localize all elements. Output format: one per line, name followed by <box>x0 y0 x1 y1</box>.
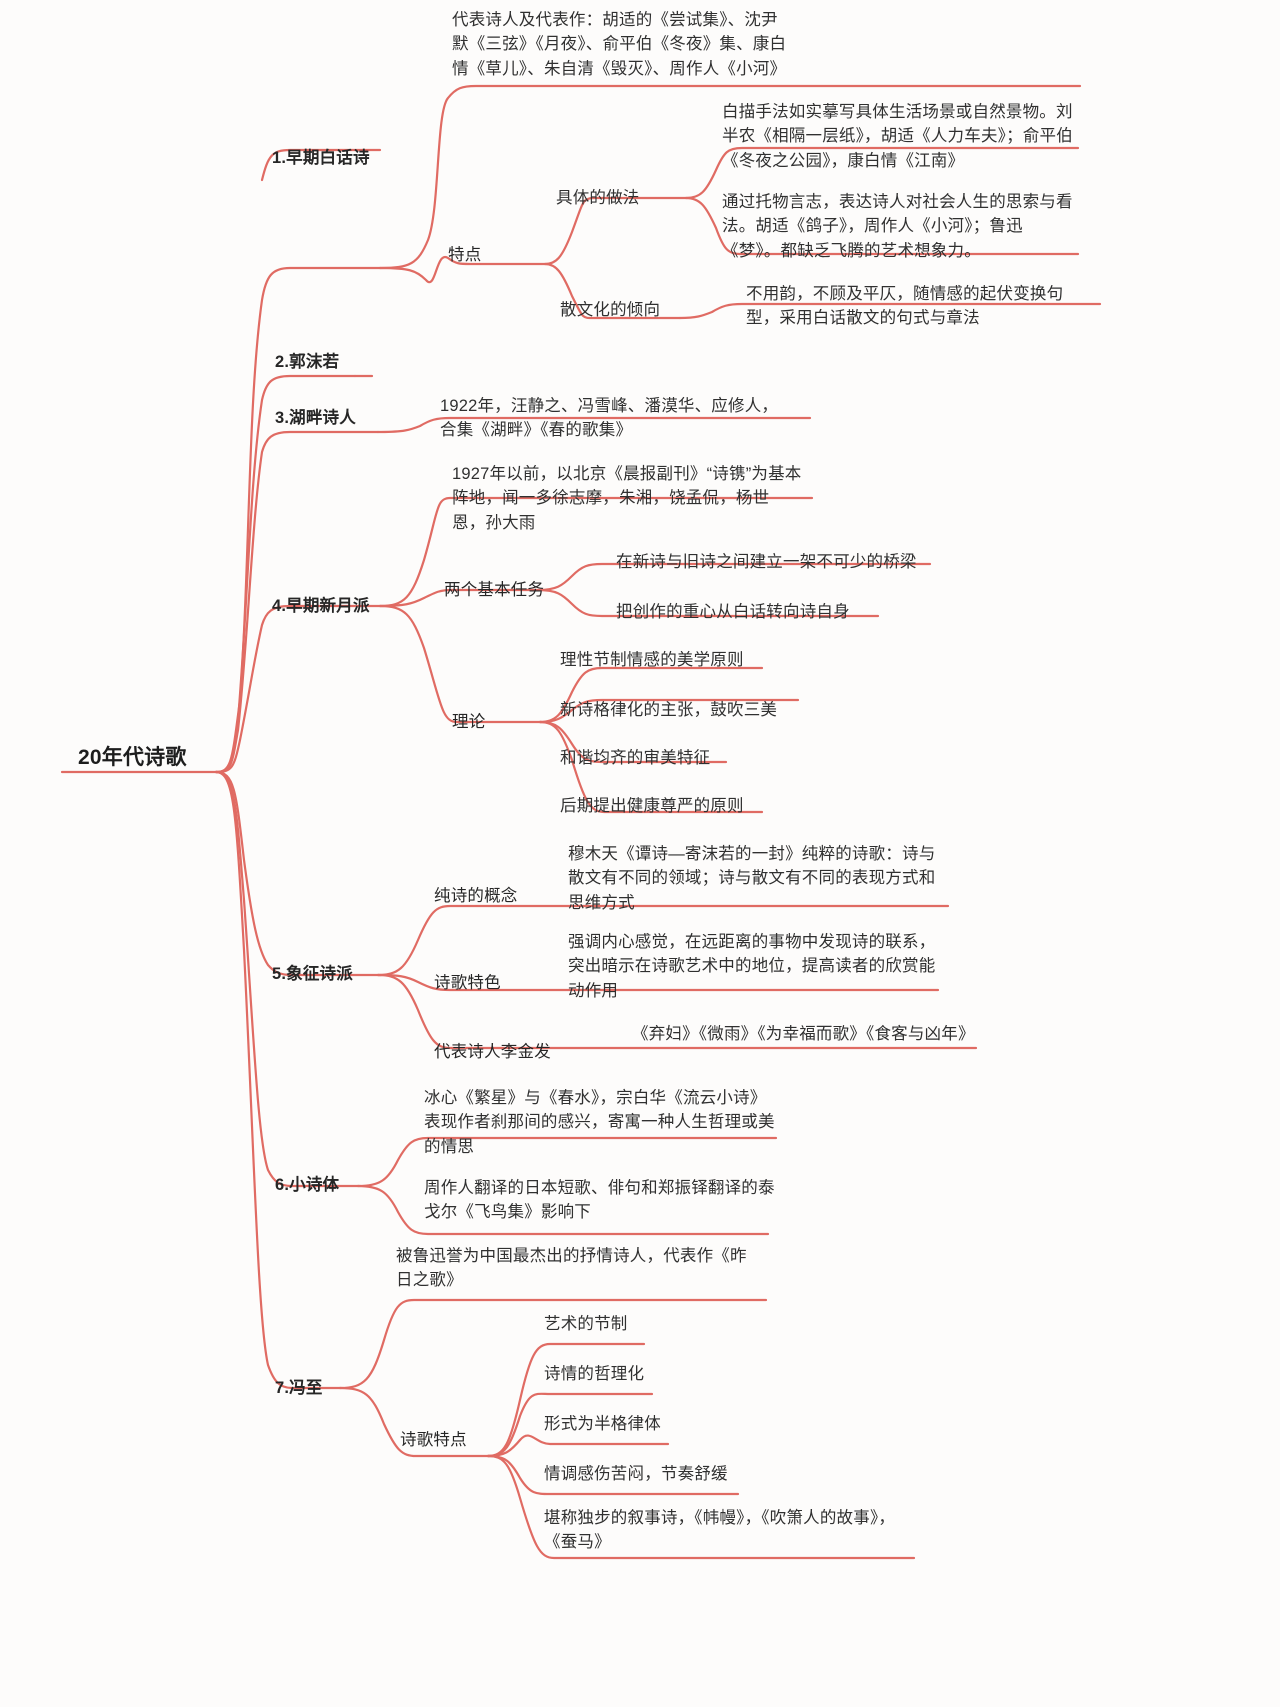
leaf-node-7-1-4[interactable]: 堪称独步的叙事诗，《帏幔》，《吹箫人的故事》，《蚕马》 <box>544 1509 896 1552</box>
leaf-node-1-1-1-0[interactable]: 不用韵，不顾及平仄，随情感的起伏变换句型，采用白话散文的句式与章法 <box>746 285 1064 328</box>
leaf-node-3-0[interactable]: 1922年，汪静之、冯雪峰、潘漠华、应修人，合集《湖畔》《春的歌集》 <box>440 397 779 440</box>
leaf-node-6-1[interactable]: 周作人翻译的日本短歌、俳句和郑振铎翻译的泰戈尔《飞鸟集》影响下 <box>424 1179 775 1222</box>
leaf-node-6-0[interactable]: 冰心《繁星》与《春水》，宗白华《流云小诗》表现作者刹那间的感兴，寄寓一种人生哲理… <box>424 1089 775 1156</box>
root-node[interactable]: 20年代诗歌 <box>78 746 187 769</box>
branch-node-1-1-1[interactable]: 散文化的倾向 <box>560 301 661 319</box>
leaf-node-4-1-1[interactable]: 把创作的重心从白话转向诗自身 <box>616 603 850 621</box>
leaf-node-1-1-0-0[interactable]: 白描手法如实摹写具体生活场景或自然景物。刘半农《相隔一层纸》，胡适《人力车夫》；… <box>722 103 1073 170</box>
branch-node-4[interactable]: 4.早期新月派 <box>272 597 370 615</box>
branch-node-3[interactable]: 3.湖畔诗人 <box>275 409 356 427</box>
branch-node-5[interactable]: 5.象征诗派 <box>272 965 353 983</box>
leaf-node-7-1-3[interactable]: 情调感伤苦闷，节奏舒缓 <box>544 1465 728 1483</box>
branch-node-5-2[interactable]: 代表诗人李金发 <box>434 1043 551 1061</box>
leaf-node-4-0[interactable]: 1927年以前，以北京《晨报副刊》“诗镌”为基本阵地，闻一多徐志摩，朱湘，饶孟侃… <box>452 465 802 532</box>
leaf-node-4-1-0[interactable]: 在新诗与旧诗之间建立一架不可少的桥梁 <box>616 553 917 571</box>
leaf-node-4-2-3[interactable]: 后期提出健康尊严的原则 <box>560 797 744 815</box>
leaf-node-7-1-2[interactable]: 形式为半格律体 <box>544 1415 661 1433</box>
leaf-node-7-1-1[interactable]: 诗情的哲理化 <box>544 1365 645 1383</box>
branch-node-1[interactable]: 1.早期白话诗 <box>272 149 370 167</box>
branch-node-7-1[interactable]: 诗歌特点 <box>400 1431 467 1449</box>
leaf-node-5-1-0[interactable]: 强调内心感觉，在远距离的事物中发现诗的联系，突出暗示在诗歌艺术中的地位，提高读者… <box>568 933 936 1000</box>
leaf-node-4-2-0[interactable]: 理性节制情感的美学原则 <box>560 651 744 669</box>
leaf-node-5-0-0[interactable]: 穆木天《谭诗—寄沫若的一封》纯粹的诗歌：诗与散文有不同的领域；诗与散文有不同的表… <box>568 845 936 912</box>
leaf-node-1-1-0-1[interactable]: 通过托物言志，表达诗人对社会人生的思索与看法。胡适《鸽子》，周作人《小河》；鲁迅… <box>722 193 1073 260</box>
leaf-node-7-1-0[interactable]: 艺术的节制 <box>544 1315 628 1333</box>
leaf-node-4-2-1[interactable]: 新诗格律化的主张，鼓吹三美 <box>560 701 778 719</box>
branch-node-1-1[interactable]: 特点 <box>448 246 482 264</box>
leaf-node-5-2-0[interactable]: 《弃妇》《微雨》《为幸福而歌》《食客与凶年》 <box>632 1025 975 1043</box>
branch-node-7[interactable]: 7.冯至 <box>275 1379 323 1397</box>
leaf-node-4-2-2[interactable]: 和谐均齐的审美特征 <box>560 749 711 767</box>
branch-node-5-0[interactable]: 纯诗的概念 <box>434 887 518 905</box>
branch-node-5-1[interactable]: 诗歌特色 <box>434 974 501 992</box>
branch-node-4-1[interactable]: 两个基本任务 <box>444 581 545 599</box>
branch-node-2[interactable]: 2.郭沫若 <box>275 353 340 371</box>
branch-node-4-2[interactable]: 理论 <box>452 713 486 731</box>
branch-node-1-1-0[interactable]: 具体的做法 <box>556 189 640 207</box>
leaf-node-1-0[interactable]: 代表诗人及代表作：胡适的《尝试集》、沈尹默《三弦》《月夜》、俞平伯《冬夜》集、康… <box>452 11 787 78</box>
branch-node-6[interactable]: 6.小诗体 <box>275 1176 340 1194</box>
leaf-node-7-0[interactable]: 被鲁迅誉为中国最杰出的抒情诗人，代表作《昨日之歌》 <box>396 1247 747 1290</box>
